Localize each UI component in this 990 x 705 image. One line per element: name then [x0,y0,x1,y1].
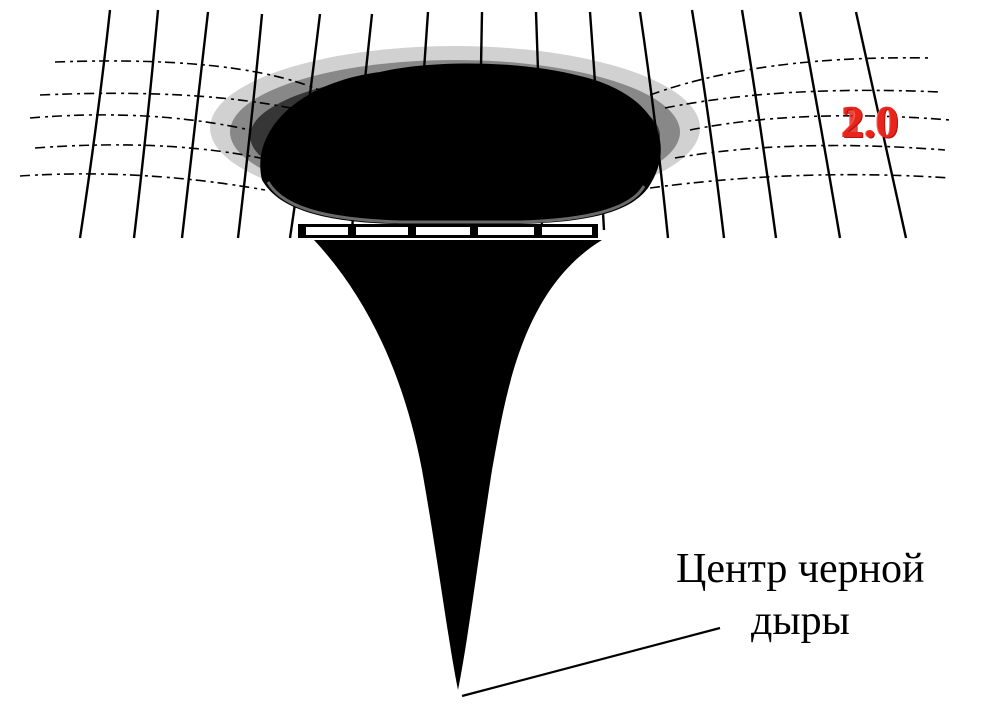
badge-value-front: 2.0 [841,96,899,147]
center-label-line1: Центр черной [676,546,925,592]
grid-v-line [798,11,842,239]
grid-v-line [690,9,726,239]
grid-v-line [132,9,160,239]
center-label-line2: дыры [751,598,850,644]
funnel-cone [314,240,602,690]
grid-v-line [236,13,264,239]
red-number-badge: 1.0 2.0 [832,93,908,151]
throat-rim [266,181,646,224]
grid-h-line [34,144,946,161]
funnel-throat [260,63,661,224]
gap-band [298,224,598,238]
badge-value-back: 1.0 [841,96,899,147]
grid-v-line [854,11,908,239]
grid-v-line [740,9,778,239]
grid-h-line [54,56,931,96]
grid-v-line [180,11,210,239]
grid-h-line [29,114,951,131]
grid-h-line [39,89,941,111]
grid-h-line [19,173,951,191]
grid-v-line [78,9,112,239]
label-pointer-line [461,626,721,698]
horizontal-grid-lines [19,56,951,191]
